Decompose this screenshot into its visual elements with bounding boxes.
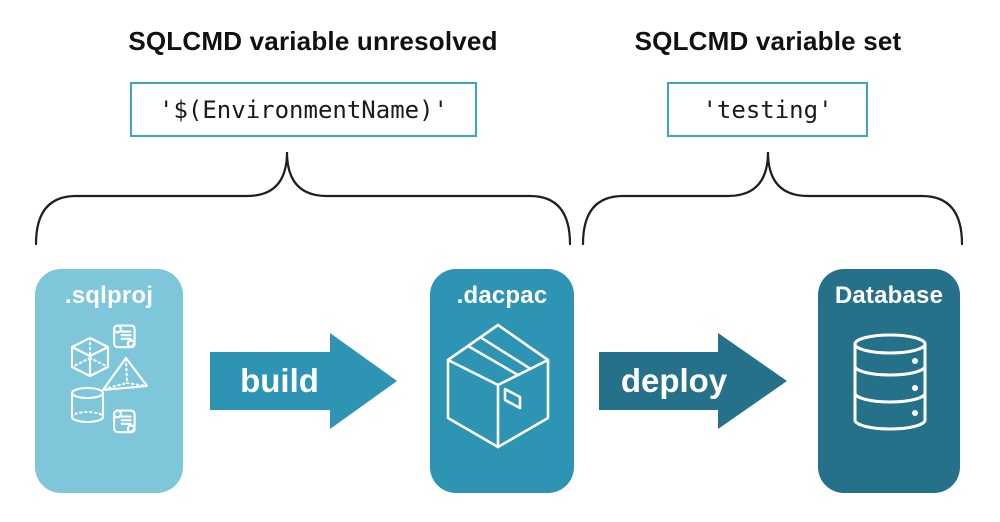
build-arrow-label: build: [240, 362, 319, 399]
unresolved-variable-value: '$(EnvironmentName)': [159, 95, 448, 124]
stage-database-label: Database: [834, 282, 944, 309]
build-arrow-shape: [210, 333, 397, 429]
stage-dacpac: .dacpac: [430, 269, 574, 493]
stage-sqlproj-label: .sqlproj: [64, 282, 154, 309]
deploy-arrow-shape: [599, 333, 787, 429]
unresolved-variable-box: '$(EnvironmentName)': [130, 82, 477, 137]
sql-objects-icon: [70, 324, 148, 434]
stage-sqlproj: .sqlproj: [35, 269, 183, 493]
left-brace: [34, 151, 572, 246]
resolved-variable-value: 'testing': [702, 95, 833, 124]
resolved-variable-box: 'testing': [667, 82, 868, 137]
resolved-heading: SQLCMD variable set: [634, 26, 902, 56]
stage-dacpac-label: .dacpac: [456, 282, 548, 309]
right-brace: [581, 151, 964, 246]
package-icon: [446, 323, 550, 449]
deploy-arrow-label: deploy: [620, 362, 728, 399]
deploy-arrow: [599, 333, 787, 429]
stage-database: Database: [818, 269, 960, 493]
build-arrow: [210, 333, 397, 429]
unresolved-heading: SQLCMD variable unresolved: [128, 26, 498, 56]
database-icon: [853, 333, 927, 431]
